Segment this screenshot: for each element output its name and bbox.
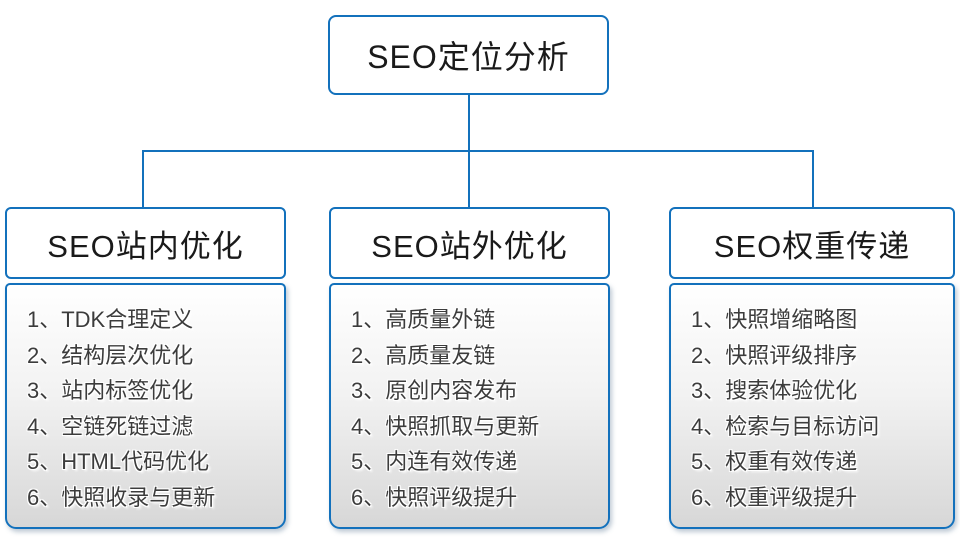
branch-weight-title: SEO权重传递 <box>713 228 911 264</box>
list-item: 3、搜索体验优化 <box>691 378 858 403</box>
list-item: 2、快照评级排序 <box>691 342 858 368</box>
list-item: 2、高质量友链 <box>351 342 496 368</box>
branch-weight-list: 1、快照增缩略图 2、快照评级排序 3、搜索体验优化 4、检索与目标访问 5、权… <box>669 283 955 529</box>
list-item: 6、快照评级提升 <box>351 484 518 510</box>
branch-onsite-list: 1、TDK合理定义 2、结构层次优化 3、站内标签优化 4、空链死链过滤 5、H… <box>5 283 286 529</box>
branch-offsite-title: SEO站外优化 <box>371 228 568 264</box>
branch-onsite-title: SEO站内优化 <box>47 228 244 264</box>
list-item: 1、TDK合理定义 <box>27 307 194 332</box>
branch-offsite-list: 1、高质量外链 2、高质量友链 3、原创内容发布 4、快照抓取与更新 5、内连有… <box>329 283 610 529</box>
list-item: 4、空链死链过滤 <box>27 413 194 439</box>
branch-onsite-header: SEO站内优化 <box>5 207 286 279</box>
list-item: 6、权重评级提升 <box>691 484 858 510</box>
list-item: 5、HTML代码优化 <box>27 449 210 474</box>
root-node: SEO定位分析 <box>328 15 609 95</box>
list-item: 4、快照抓取与更新 <box>351 413 540 439</box>
list-item: 3、原创内容发布 <box>351 378 518 403</box>
connector-drop-center <box>468 150 470 208</box>
branch-offsite-header: SEO站外优化 <box>329 207 610 279</box>
list-item: 5、权重有效传递 <box>691 449 858 474</box>
connector-drop-right <box>812 150 814 208</box>
list-item: 1、快照增缩略图 <box>691 307 858 332</box>
list-item: 2、结构层次优化 <box>27 342 194 368</box>
connector-drop-left <box>142 150 144 208</box>
branch-weight-header: SEO权重传递 <box>669 207 955 279</box>
list-item: 1、高质量外链 <box>351 307 496 332</box>
list-item: 6、快照收录与更新 <box>27 484 216 510</box>
connector-stem <box>468 95 470 152</box>
root-node-title: SEO定位分析 <box>367 39 570 75</box>
connector-horizontal <box>142 150 814 152</box>
list-item: 5、内连有效传递 <box>351 449 518 474</box>
list-item: 3、站内标签优化 <box>27 378 194 403</box>
list-item: 4、检索与目标访问 <box>691 413 880 439</box>
